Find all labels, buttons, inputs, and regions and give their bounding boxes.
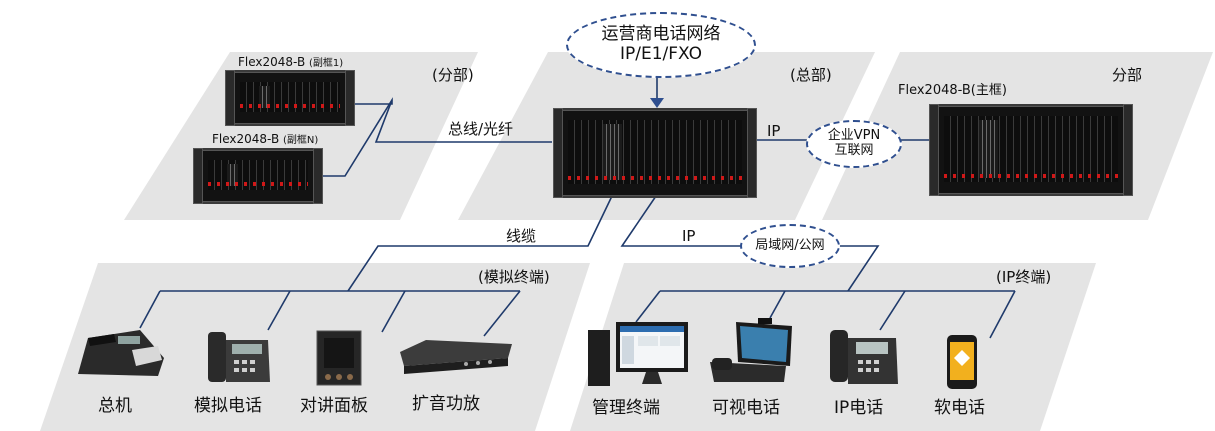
vpn-line1: 企业VPN xyxy=(827,128,881,144)
subN-model: Flex2048-B xyxy=(212,132,280,146)
ip-vpn-label: IP xyxy=(767,122,781,140)
drop-ipphone xyxy=(879,290,906,331)
ip-phone-image xyxy=(830,330,898,384)
vpn-line2: 互联网 xyxy=(834,143,874,158)
drop-pa xyxy=(483,290,521,337)
ip-phone-label: IP电话 xyxy=(834,398,884,418)
drop-mgmt xyxy=(635,290,661,323)
carrier-line2: IP/E1/FXO xyxy=(620,44,702,64)
lan-cloud: 局域网/公网 xyxy=(740,224,840,268)
pa-label: 扩音功放 xyxy=(412,394,480,414)
intercom-label: 对讲面板 xyxy=(300,396,368,416)
cable-label: 线缆 xyxy=(506,227,537,245)
intercom-panel-image xyxy=(316,330,362,386)
drop-softphone xyxy=(989,290,1016,339)
softphone-label: 软电话 xyxy=(934,398,985,418)
zone-analog-label: (模拟终端) xyxy=(478,268,550,286)
analog-phone-image xyxy=(208,332,270,382)
pa-amplifier-image xyxy=(400,340,512,374)
zone-ip-label: (IP终端) xyxy=(996,268,1052,286)
zone-branch-left-label: (分部) xyxy=(432,66,474,84)
main-rack-image xyxy=(929,104,1133,196)
analog-phone-label: 模拟电话 xyxy=(194,396,262,416)
link-lan-bus xyxy=(836,245,880,292)
drop-switchboard xyxy=(139,290,161,329)
link-cable xyxy=(347,195,613,292)
ip-lan-label: IP xyxy=(682,227,696,245)
switchboard-image xyxy=(78,330,164,376)
lan-label: 局域网/公网 xyxy=(755,237,825,253)
subN-rack-image xyxy=(193,148,323,204)
sub1-tag: (副框1) xyxy=(309,58,344,69)
zone-branch-right-label: 分部 xyxy=(1112,66,1143,84)
subN-tag: (副框N) xyxy=(283,135,319,146)
video-phone-image xyxy=(710,318,792,382)
subN-label: Flex2048-B (副框N) xyxy=(212,133,318,146)
bus-fiber-label: 总线/光纤 xyxy=(448,120,514,138)
drop-video xyxy=(769,290,786,319)
link-ip-lan xyxy=(620,195,744,247)
zone-hq-label: (总部) xyxy=(790,66,832,84)
link-subN xyxy=(374,99,552,143)
mgmt-terminal-image xyxy=(588,322,688,386)
sub1-label: Flex2048-B (副框1) xyxy=(238,56,343,69)
video-phone-label: 可视电话 xyxy=(712,398,780,418)
vpn-cloud: 企业VPN 互联网 xyxy=(806,120,902,168)
mgmt-label: 管理终端 xyxy=(592,398,660,418)
sub1-model: Flex2048-B xyxy=(238,55,306,69)
drop-intercom xyxy=(381,290,406,333)
carrier-line1: 运营商电话网络 xyxy=(601,24,721,45)
hq-rack-image xyxy=(553,108,757,198)
sub1-rack-image xyxy=(225,70,355,126)
zone-analog xyxy=(40,263,590,431)
softphone-image xyxy=(947,335,977,389)
carrier-arrowhead xyxy=(650,98,664,108)
carrier-network-cloud: 运营商电话网络 IP/E1/FXO xyxy=(566,12,756,78)
switchboard-label: 总机 xyxy=(98,396,132,416)
drop-analog-phone xyxy=(267,290,291,331)
main-rack-label: Flex2048-B(主框) xyxy=(898,83,1007,98)
